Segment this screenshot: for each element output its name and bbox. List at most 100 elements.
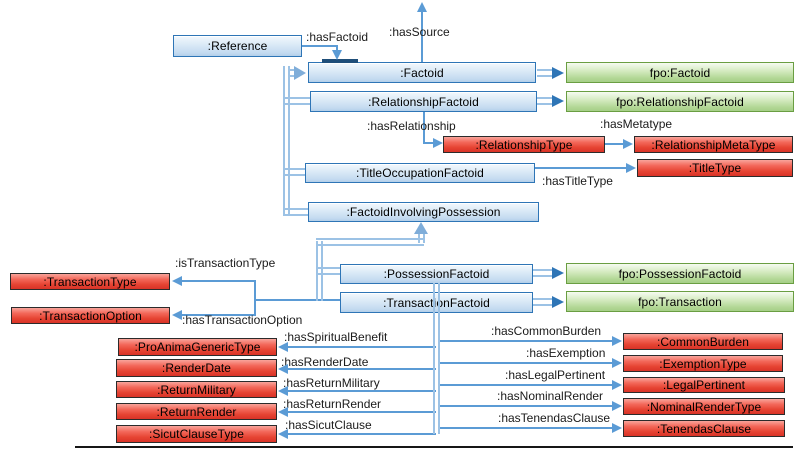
- node-tenendas-clause[interactable]: :TenendasClause: [623, 420, 785, 437]
- arrowhead-has-title-type-icon: [626, 163, 636, 173]
- edge-label-has-title-type: :hasTitleType: [542, 174, 613, 188]
- node-title-occupation-factoid[interactable]: :TitleOccupationFactoid: [305, 163, 535, 183]
- line-factoid-arrow-stub: [288, 69, 297, 77]
- line-factoid-green-dh: [537, 69, 554, 77]
- line-fip-arrow-stub: [418, 233, 425, 243]
- node-relationship-type[interactable]: :RelationshipType: [443, 136, 605, 153]
- arrowhead-has-sicut-clause-icon: [278, 429, 288, 439]
- edge-label-has-factoid: :hasFactoid: [306, 30, 369, 44]
- arrowhead-has-nominal-render-icon: [612, 401, 622, 411]
- line-has-source-v: [421, 9, 423, 62]
- line-has-legal-pertinent-h: [438, 384, 616, 386]
- node-factoid[interactable]: :Factoid: [308, 62, 536, 83]
- arrowhead-has-transaction-option-icon: [172, 310, 182, 320]
- edge-label-has-return-military: :hasReturnMilitary: [283, 376, 380, 390]
- arrowhead-has-tenendas-clause-icon: [612, 423, 622, 433]
- node-fpo-possession-factoid[interactable]: fpo:PossessionFactoid: [566, 263, 794, 284]
- arrowhead-has-relationship-icon: [433, 138, 443, 148]
- edge-label-has-metatype: :hasMetatype: [600, 117, 673, 131]
- line-pf-green-dh: [533, 269, 552, 277]
- edge-label-has-spiritual-benefit: :hasSpiritualBenefit: [284, 330, 388, 344]
- line-has-return-render-h: [284, 411, 436, 413]
- node-pro-anima-generic-type[interactable]: :ProAnimaGenericType: [118, 338, 277, 356]
- line-has-tenendas-clause-h: [438, 427, 616, 429]
- line-left-connector-v: [254, 280, 256, 316]
- edge-label-has-legal-pertinent: :hasLegalPertinent: [505, 368, 606, 382]
- line-tf-prop-trunk-v: [433, 283, 440, 434]
- line-has-nominal-render-h: [438, 405, 616, 407]
- edge-label-has-source: :hasSource: [389, 25, 450, 39]
- arrowhead-has-common-burden-icon: [612, 336, 622, 346]
- node-return-render[interactable]: :ReturnRender: [116, 403, 277, 420]
- node-render-date[interactable]: :RenderDate: [116, 359, 277, 377]
- arrowhead-fpo-transaction-icon: [552, 296, 564, 308]
- node-relationship-meta-type[interactable]: :RelationshipMetaType: [634, 136, 793, 153]
- arrowhead-fpo-possession-factoid-icon: [552, 267, 564, 279]
- arrowhead-fip-inherit-icon: [414, 222, 428, 234]
- node-common-burden[interactable]: :CommonBurden: [623, 333, 783, 350]
- node-transaction-type[interactable]: :TransactionType: [10, 273, 170, 290]
- line-fip-branch: [284, 208, 309, 216]
- arrowhead-has-return-render-icon: [278, 407, 288, 417]
- node-title-type[interactable]: :TitleType: [637, 159, 793, 177]
- arrowhead-has-factoid-icon: [332, 50, 342, 60]
- line-has-metatype-h: [605, 143, 626, 145]
- line-inherit-trunk-v: [283, 66, 290, 216]
- node-exemption-type[interactable]: :ExemptionType: [623, 355, 783, 372]
- line-fip-trunk-v: [316, 241, 323, 301]
- line-is-transaction-type-h: [181, 280, 255, 282]
- edge-label-has-sicut-clause: :hasSicutClause: [285, 418, 372, 432]
- edge-label-has-nominal-render: :hasNominalRender: [497, 389, 604, 403]
- line-has-title-type-h: [535, 167, 629, 169]
- line-tf-green-dh: [533, 298, 552, 306]
- node-reference[interactable]: :Reference: [173, 35, 302, 57]
- arrowhead-is-transaction-type-icon: [172, 276, 182, 286]
- edge-label-has-exemption: :hasExemption: [526, 346, 606, 360]
- arrowhead-has-legal-pertinent-icon: [612, 380, 622, 390]
- line-has-exemption-h: [438, 362, 616, 364]
- line-has-render-date-h: [284, 368, 436, 370]
- line-has-sicut-clause-h: [284, 433, 436, 435]
- node-fpo-factoid[interactable]: fpo:Factoid: [566, 62, 794, 83]
- arrowhead-has-spiritual-benefit-icon: [278, 342, 288, 352]
- node-fpo-transaction[interactable]: fpo:Transaction: [566, 291, 794, 312]
- line-rf-branch: [284, 97, 311, 105]
- line-fip-corner-h: [316, 238, 424, 246]
- line-tf-left-h: [255, 299, 340, 301]
- line-pf-branch: [316, 267, 341, 275]
- line-has-factoid-h: [300, 45, 338, 47]
- node-sicut-clause-type[interactable]: :SicutClauseType: [116, 425, 277, 443]
- edge-label-has-transaction-option: :hasTransactionOption: [182, 313, 303, 327]
- arrowhead-has-render-date-icon: [278, 364, 288, 374]
- line-has-relationship-h: [423, 142, 435, 144]
- line-has-return-military-h: [284, 390, 436, 392]
- arrowhead-fpo-factoid-icon: [552, 67, 564, 79]
- node-transaction-factoid[interactable]: :TransactionFactoid: [340, 292, 533, 313]
- edge-label-has-return-render: :hasReturnRender: [283, 397, 382, 411]
- line-has-spiritual-benefit-h: [284, 346, 436, 348]
- line-tof-branch: [284, 168, 306, 176]
- arrowhead-has-source-icon: [417, 2, 427, 12]
- arrowhead-fpo-relationship-factoid-icon: [552, 95, 564, 107]
- node-possession-factoid[interactable]: :PossessionFactoid: [340, 264, 533, 284]
- arrowhead-has-metatype-icon: [623, 139, 633, 149]
- node-nominal-render-type[interactable]: :NominalRenderType: [623, 398, 785, 415]
- line-bottom-rule: [75, 446, 793, 448]
- line-has-transaction-option-h: [181, 314, 255, 316]
- arrowhead-has-return-military-icon: [278, 386, 288, 396]
- line-rf-green-dh: [537, 97, 554, 105]
- edge-label-has-render-date: :hasRenderDate: [281, 355, 369, 369]
- node-transaction-option[interactable]: :TransactionOption: [11, 307, 170, 324]
- node-legal-pertinent[interactable]: :LegalPertinent: [623, 377, 785, 393]
- node-factoid-involving-possession[interactable]: :FactoidInvolvingPossession: [308, 202, 539, 222]
- line-factoid-top-bar: [322, 59, 358, 63]
- arrowhead-has-exemption-icon: [612, 358, 622, 368]
- edge-label-has-tenendas-clause: :hasTenendasClause: [498, 411, 611, 425]
- node-return-military[interactable]: :ReturnMilitary: [116, 381, 277, 398]
- node-relationship-factoid[interactable]: :RelationshipFactoid: [310, 91, 537, 112]
- line-has-common-burden-h: [438, 340, 616, 342]
- node-fpo-relationship-factoid[interactable]: fpo:RelationshipFactoid: [566, 91, 794, 112]
- arrowhead-factoid-inherit-icon: [294, 66, 306, 80]
- edge-label-is-transaction-type: :isTransactionType: [175, 256, 276, 270]
